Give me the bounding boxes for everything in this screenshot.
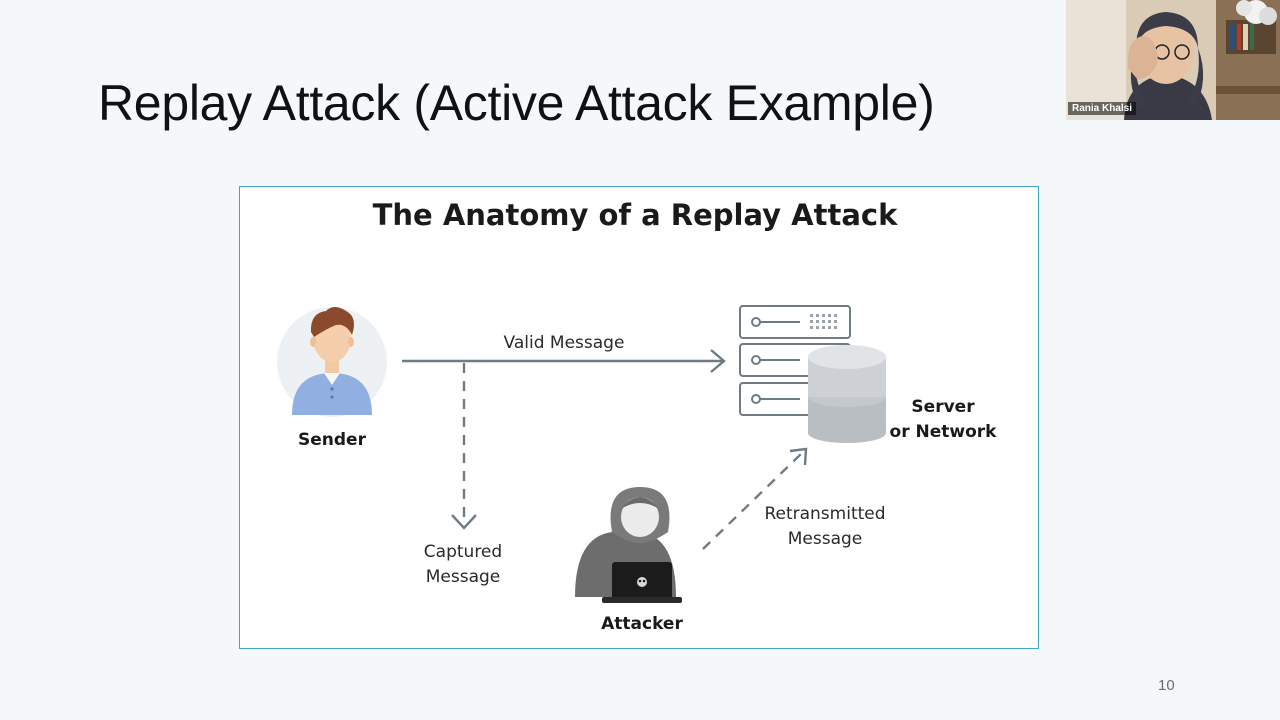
participant-name-label: Rania Khalsi xyxy=(1068,102,1137,115)
retransmitted-message-arrow xyxy=(702,447,808,550)
sender-label: Sender xyxy=(298,430,367,450)
attacker-icon xyxy=(575,487,682,603)
participant-video-frame xyxy=(1066,0,1280,120)
captured-label-line1: Captured xyxy=(424,542,502,562)
database-icon xyxy=(808,345,886,443)
retransmitted-label-line1: Retransmitted xyxy=(764,504,885,524)
valid-message-arrow xyxy=(402,349,726,373)
sender-avatar-icon xyxy=(277,307,387,417)
page-number: 10 xyxy=(1158,677,1175,694)
captured-message-arrow xyxy=(451,363,477,530)
slide-title: Replay Attack (Active Attack Example) xyxy=(98,75,935,131)
retransmitted-label-line2: Message xyxy=(788,529,863,549)
attacker-label: Attacker xyxy=(601,614,683,634)
server-label-line1: Server xyxy=(911,397,975,417)
figure-title: The Anatomy of a Replay Attack xyxy=(373,198,898,232)
captured-label-line2: Message xyxy=(426,567,501,587)
server-label-line2: or Network xyxy=(890,422,998,442)
participant-video-tile[interactable]: Rania Khalsi xyxy=(1066,0,1280,120)
valid-message-label: Valid Message xyxy=(504,333,625,353)
replay-attack-diagram: The Anatomy of a Replay Attack Sender Va… xyxy=(277,198,998,634)
diagram-figure: The Anatomy of a Replay Attack Sender Va… xyxy=(239,186,1039,649)
